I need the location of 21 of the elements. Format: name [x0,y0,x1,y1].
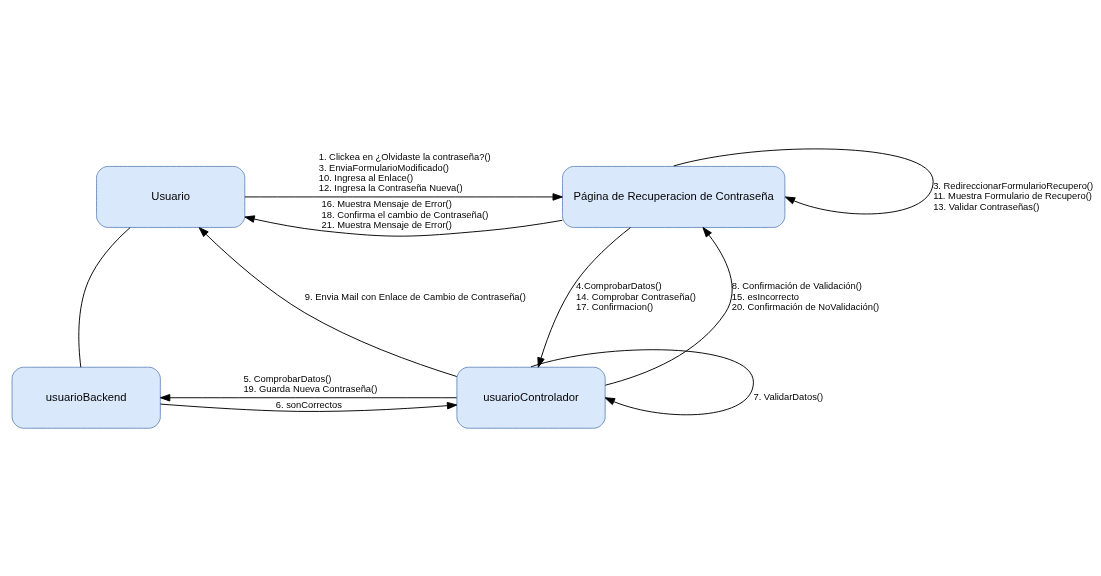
edge-label: 7. ValidarDatos() [753,391,824,402]
arrow [159,393,458,401]
arrow [244,214,563,237]
edge-label: 5. ComprobarDatos() 19. Guarda Nueva Contraseña() [243,373,378,394]
edge-label: 9. Envia Mail con Enlace de Cambio de Contraseña() [304,291,526,302]
edge-label: 1. Clickea en ¿Olvidaste la contraseña?() 3. EnviaFormularioModificado() 10. Ingresa al Enlace() 12. Ingresa la Contraseña Nueva() [318,151,491,193]
arrow [537,226,631,368]
node-box: Usuario [96,165,246,228]
connector [78,226,131,368]
node-box: Página de Recuperacion de Contraseña [562,165,786,228]
edge-label: 3. RedireccionarFormularioRecupero() 11. Muestra Formulario de Recupero() 13. Validar Contraseñas() [933,180,1094,212]
node-box: usuarioBackend [11,366,161,429]
edge-label: 4.ComprobarDatos() 14. Comprobar Contraseña() 17. Confirmacion() [576,280,696,312]
arrow [198,226,458,377]
arrow [604,226,733,386]
edge-label: 16. Muestra Mensaje de Error() 18. Confirma el cambio de Contraseña() 21. Muestra Mensaje de Error() [321,198,489,230]
arrow [244,192,563,201]
edge-label: 6. sonCorrectos [275,399,342,410]
edge-label: 8. Confirmación de Validación() 15. esIncorrecto 20. Confirmación de NoValidación() [731,280,880,312]
node-box: usuarioControlador [456,366,606,429]
arrow [159,401,458,412]
